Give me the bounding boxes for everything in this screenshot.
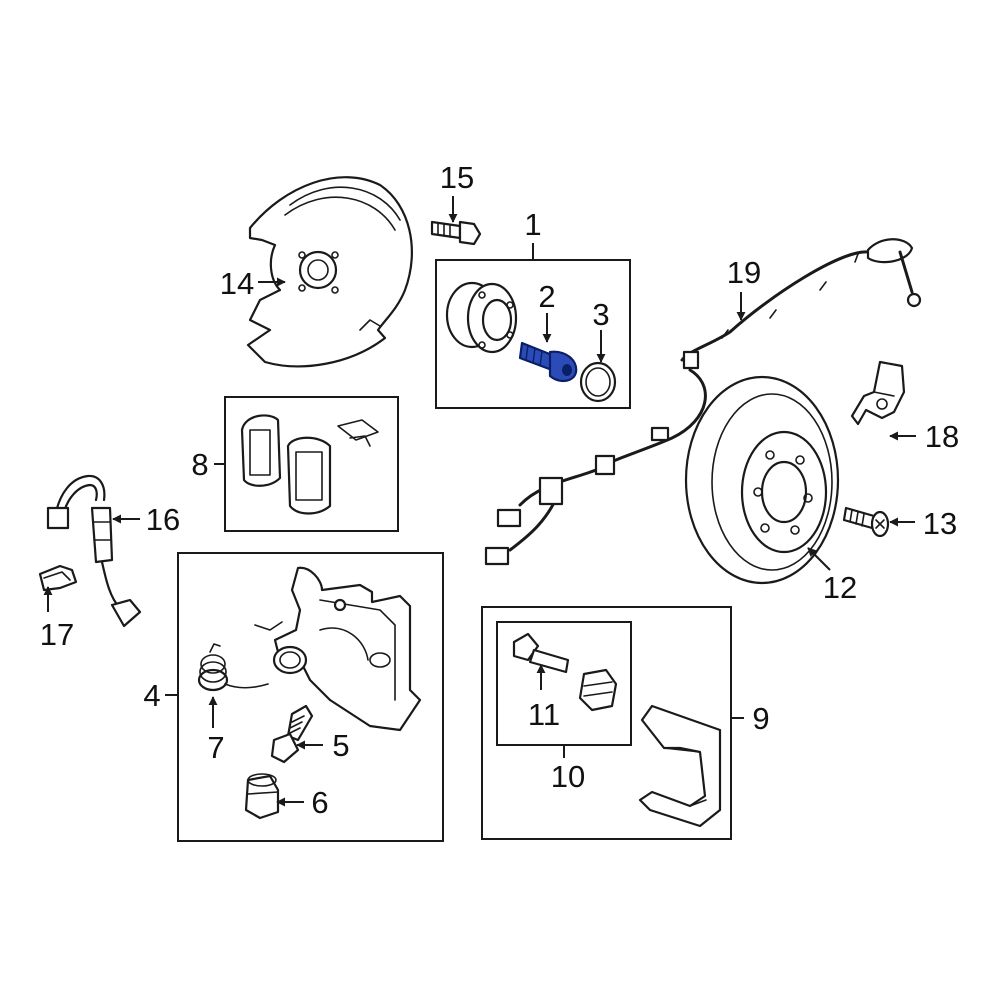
caliper[interactable] [254,566,422,732]
caliper-boot[interactable] [244,773,280,820]
callout-1[interactable]: 1 [524,207,541,242]
callout-8[interactable]: 8 [191,447,208,482]
callout-numbers: 1 2 3 4 5 6 7 8 9 10 11 12 13 14 15 16 1… [40,160,959,820]
callout-10[interactable]: 10 [551,759,585,794]
dust-cap[interactable] [579,361,617,403]
callout-11[interactable]: 11 [528,697,560,732]
callout-6[interactable]: 6 [311,785,328,820]
leader-lines [43,196,916,807]
callout-12[interactable]: 12 [823,570,857,605]
callout-5[interactable]: 5 [332,728,349,763]
callout-15[interactable]: 15 [440,160,474,195]
rotor-screw[interactable] [842,506,890,538]
callout-7[interactable]: 7 [207,730,224,765]
guide-pin[interactable] [512,632,570,674]
callout-17[interactable]: 17 [40,617,74,652]
caliper-spring[interactable] [197,643,269,692]
hub-bolt-highlighted[interactable] [518,341,578,382]
brake-pads[interactable] [240,414,379,515]
abs-sensor[interactable] [850,360,906,426]
callout-3[interactable]: 3 [592,297,609,332]
callout-19[interactable]: 19 [727,255,761,290]
callout-2[interactable]: 2 [538,279,555,314]
hose-clip[interactable] [38,564,78,592]
shield-bolt[interactable] [430,220,482,246]
pin-boot[interactable] [578,668,618,712]
splash-shield[interactable] [246,176,413,368]
callout-16[interactable]: 16 [146,502,180,537]
carrier-kit-box [481,606,732,840]
callout-18[interactable]: 18 [925,419,959,454]
callout-4[interactable]: 4 [143,678,160,713]
guide-bolt[interactable] [270,704,314,764]
callout-9[interactable]: 9 [752,701,769,736]
brake-rotor[interactable] [684,375,840,585]
caliper-kit-box [177,552,444,842]
brake-hose[interactable] [46,474,142,628]
callout-13[interactable]: 13 [923,506,957,541]
wheel-hub[interactable] [445,281,518,354]
caliper-carrier[interactable] [638,704,722,828]
callout-14[interactable]: 14 [220,266,254,301]
sensor-harness[interactable] [484,238,922,566]
